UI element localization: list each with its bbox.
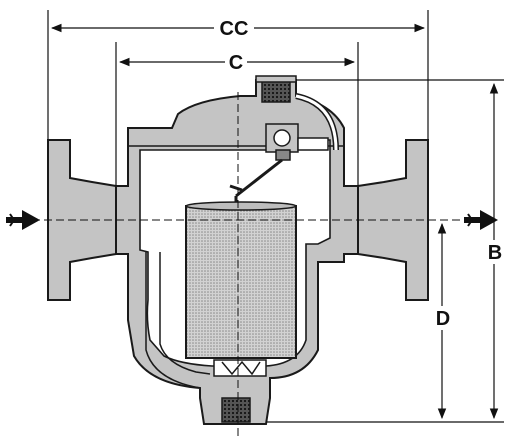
outlet-flow-arrow bbox=[464, 210, 498, 230]
valve-assembly bbox=[265, 123, 329, 161]
inlet-tube bbox=[159, 252, 211, 375]
bottom-check-valve bbox=[213, 359, 267, 377]
float-bucket bbox=[185, 201, 297, 359]
centerlines bbox=[8, 92, 496, 437]
vent-tube-core bbox=[295, 94, 338, 151]
inlet-tube-inner bbox=[145, 252, 201, 389]
inlet-flow-arrow bbox=[6, 210, 40, 230]
dim-cc-label: CC bbox=[220, 18, 249, 40]
bottom-plug bbox=[221, 397, 251, 423]
top-plug-cap bbox=[255, 75, 297, 83]
dim-b-label: B bbox=[488, 242, 502, 264]
dim-c-label: C bbox=[229, 52, 243, 74]
dim-d-label: D bbox=[436, 308, 450, 330]
top-plug bbox=[261, 79, 291, 103]
